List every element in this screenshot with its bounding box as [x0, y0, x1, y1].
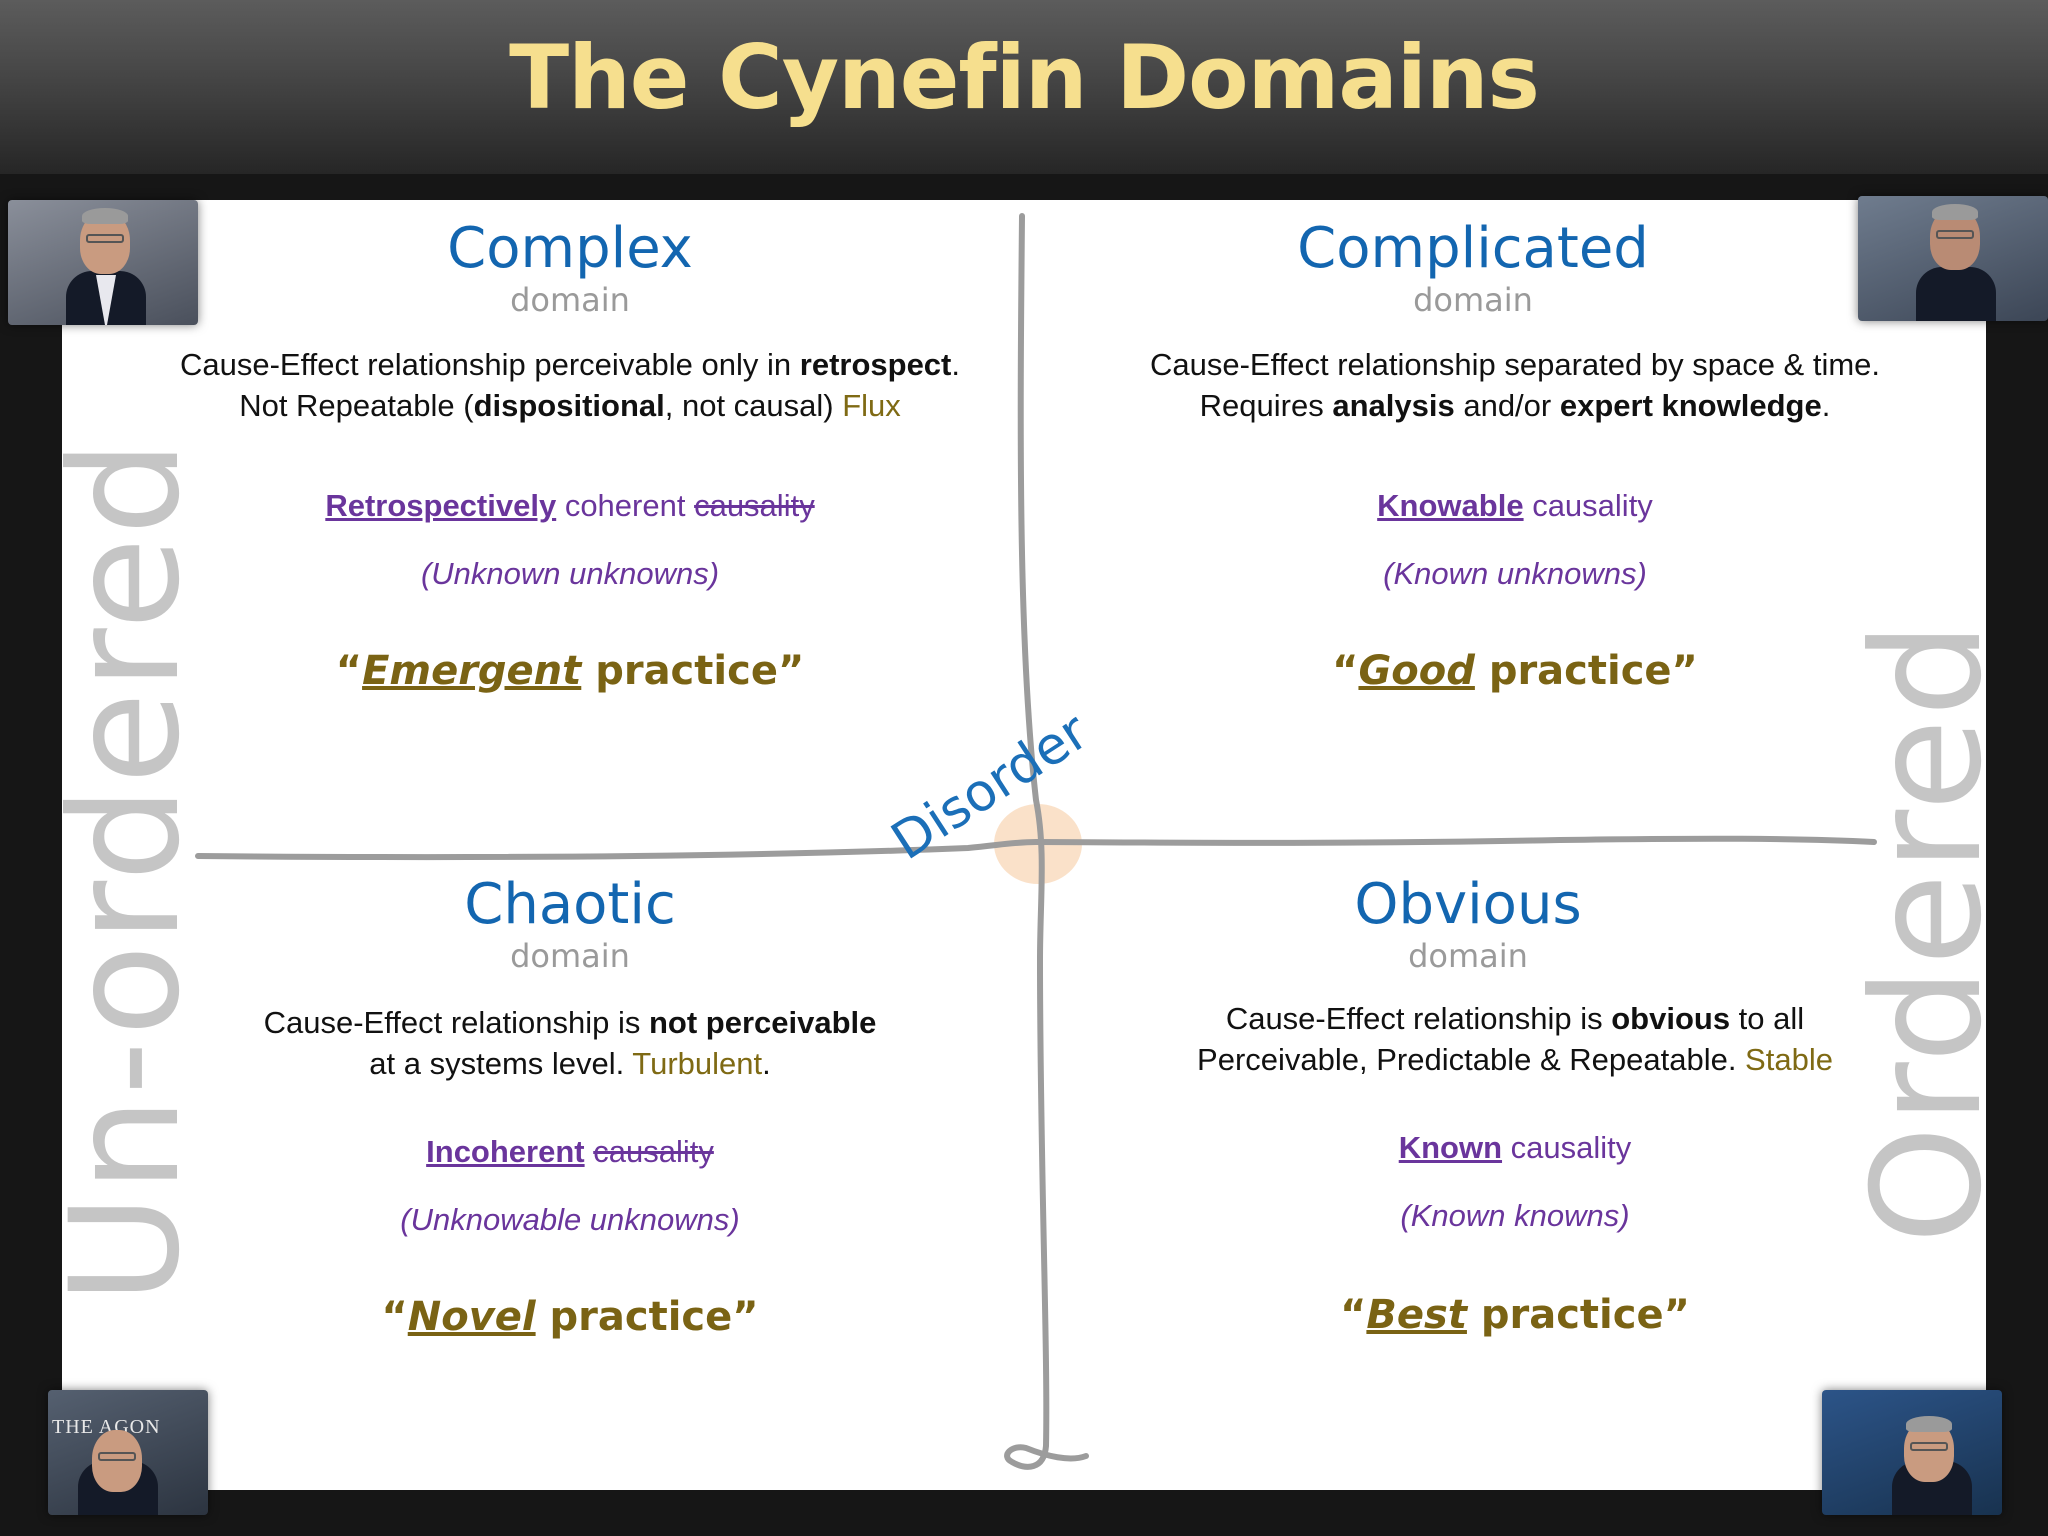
- photo-top-left: [8, 200, 198, 325]
- domain-subtitle: domain: [1408, 937, 1528, 975]
- desc-text: Cause-Effect relationship is: [1225, 1001, 1612, 1036]
- causality-line: Retrospectively coherent causality: [130, 488, 1010, 524]
- practice-keyword: Good: [1358, 648, 1475, 694]
- desc-text: and/or: [1454, 388, 1560, 423]
- photo-hair: [1906, 1416, 1952, 1432]
- domain-title: Chaotic: [464, 872, 676, 937]
- quadrant-complex: Complex domain Cause-Effect relationship…: [130, 216, 1010, 694]
- desc-text: Cause-Effect relationship perceivable on…: [179, 347, 800, 382]
- practice-label: “Emergent practice”: [130, 648, 1010, 694]
- causality-line: Knowable causality: [1042, 488, 1988, 524]
- domain-subtitle: domain: [510, 281, 630, 319]
- photo-glasses: [1910, 1442, 1948, 1451]
- quadrant-complicated: Complicated domain Cause-Effect relation…: [1042, 216, 1988, 694]
- photo-glasses: [98, 1452, 136, 1461]
- practice-keyword: Emergent: [362, 648, 582, 694]
- causality-keyword: Incoherent: [426, 1134, 585, 1169]
- causality-keyword: Retrospectively: [325, 488, 557, 523]
- knowledge-type: (Unknown unknowns): [420, 556, 720, 591]
- desc-text: .: [951, 347, 960, 382]
- causality-line: Incoherent causality: [130, 1134, 1010, 1170]
- photo-face: [92, 1430, 142, 1492]
- causality-text: causality: [1523, 488, 1653, 523]
- causality-text: [585, 1134, 594, 1169]
- practice-text: practice”: [1474, 648, 1698, 694]
- domain-title: Complex: [447, 216, 693, 281]
- desc-text: .: [762, 1046, 771, 1081]
- desc-text: .: [1821, 388, 1831, 423]
- domain-description: Cause-Effect relationship separated by s…: [1042, 344, 1988, 426]
- practice-text: practice”: [581, 648, 805, 694]
- practice-label: “Good practice”: [1042, 648, 1988, 694]
- practice-label: “Best practice”: [1062, 1292, 1968, 1338]
- desc-bold: dispositional: [473, 388, 665, 423]
- domain-description: Cause-Effect relationship is obvious to …: [1062, 998, 1968, 1080]
- photo-glasses: [86, 234, 124, 243]
- desc-bold: analysis: [1332, 388, 1455, 423]
- practice-quote: “: [1340, 1292, 1367, 1338]
- causality-struck: causality: [694, 488, 815, 523]
- desc-state: Stable: [1745, 1042, 1833, 1077]
- desc-text: , not causal): [664, 388, 843, 423]
- practice-quote: “: [335, 648, 363, 694]
- photo-bottom-right: [1822, 1390, 2002, 1515]
- knowledge-type: (Known knowns): [1400, 1198, 1630, 1233]
- practice-keyword: Novel: [407, 1294, 536, 1340]
- desc-text: Not Repeatable (: [239, 388, 474, 423]
- desc-bold: retrospect: [799, 347, 952, 382]
- desc-state: Flux: [842, 388, 901, 423]
- domain-description: Cause-Effect relationship is not perceiv…: [130, 1002, 1010, 1084]
- causality-struck: causality: [593, 1134, 714, 1169]
- causality-keyword: Known: [1398, 1130, 1503, 1165]
- knowledge-type: (Unknowable unknowns): [400, 1202, 740, 1237]
- domain-title: Obvious: [1354, 872, 1582, 937]
- domain-title: Complicated: [1297, 216, 1649, 281]
- practice-quote: “: [381, 1294, 408, 1340]
- photo-sign: THE AGON: [52, 1416, 161, 1438]
- photo-suit: [1916, 267, 1996, 321]
- knowledge-type: (Known unknowns): [1383, 556, 1647, 591]
- quadrant-obvious: Obvious domain Cause-Effect relationship…: [1062, 872, 1968, 1338]
- photo-top-right: [1858, 196, 2048, 321]
- practice-text: practice”: [1466, 1292, 1690, 1338]
- desc-bold: expert knowledge: [1559, 388, 1822, 423]
- photo-glasses: [1936, 230, 1974, 239]
- domain-subtitle: domain: [510, 937, 630, 975]
- practice-label: “Novel practice”: [130, 1294, 1010, 1340]
- photo-hair: [1932, 204, 1978, 220]
- causality-text: coherent: [556, 488, 695, 523]
- desc-text: at a systems level.: [369, 1046, 633, 1081]
- slide-header: The Cynefin Domains: [0, 0, 2048, 174]
- desc-text: Cause-Effect relationship is: [263, 1005, 649, 1040]
- practice-quote: “: [1332, 648, 1359, 694]
- causality-line: Known causality: [1062, 1130, 1968, 1166]
- desc-text: Perceivable, Predictable & Repeatable.: [1197, 1042, 1746, 1077]
- causality-keyword: Knowable: [1377, 488, 1524, 523]
- desc-state: Turbulent: [632, 1046, 763, 1081]
- domain-description: Cause-Effect relationship perceivable on…: [130, 344, 1010, 426]
- quadrant-chaotic: Chaotic domain Cause-Effect relationship…: [130, 872, 1010, 1340]
- desc-text: to all: [1730, 1001, 1805, 1036]
- practice-text: practice”: [535, 1294, 759, 1340]
- desc-bold: not perceivable: [648, 1005, 877, 1040]
- practice-keyword: Best: [1366, 1292, 1467, 1338]
- photo-hair: [82, 208, 128, 224]
- slide-title: The Cynefin Domains: [509, 26, 1540, 129]
- vertical-divider: [1004, 213, 1089, 1470]
- desc-text: Requires: [1199, 388, 1333, 423]
- photo-bottom-left: THE AGON: [48, 1390, 208, 1515]
- causality-text: causality: [1502, 1130, 1632, 1165]
- horizontal-divider: [195, 835, 1877, 861]
- desc-bold: obvious: [1611, 1001, 1731, 1036]
- domain-subtitle: domain: [1413, 281, 1533, 319]
- desc-text: Cause-Effect relationship separated by s…: [1149, 347, 1881, 382]
